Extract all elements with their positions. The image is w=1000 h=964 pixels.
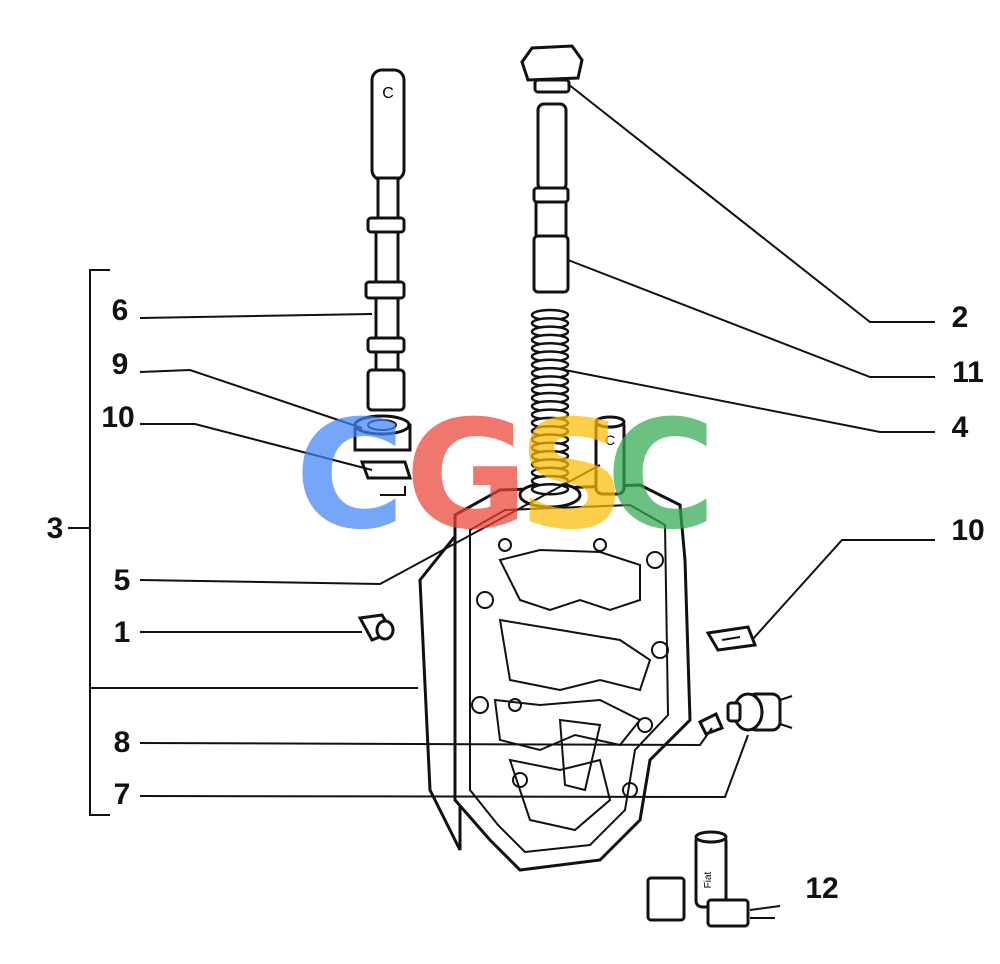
guide-pin: C: [594, 415, 626, 496]
valve-body-housing: [418, 481, 692, 872]
clip-10-left: [359, 460, 413, 496]
watermark-letter-c2: C: [606, 389, 716, 563]
callout-4: 4: [952, 411, 969, 444]
sealant-tubes-12: Fiat: [646, 830, 781, 928]
callout-7: 7: [114, 778, 131, 811]
callout-5: 5: [114, 564, 131, 597]
callout-labels: 6 9 10 3 5 1 8 7 2 11 4 10 12: [47, 294, 985, 905]
spring-4: [530, 308, 570, 496]
pressure-switch-7: [726, 692, 793, 732]
watermark-letter-c1: C: [295, 389, 405, 563]
callout-10-right: 10: [951, 514, 984, 547]
rod-marker-label: C: [382, 85, 394, 102]
pin-marker-label: C: [605, 432, 615, 448]
clip-10-right: [705, 625, 758, 652]
callout-9: 9: [112, 348, 129, 381]
plug-2: [520, 44, 584, 94]
callout-1: 1: [114, 616, 131, 649]
watermark-letter-g: G: [405, 389, 528, 563]
callout-12: 12: [805, 872, 838, 905]
pin-8: [697, 711, 724, 736]
bushing-9: [353, 414, 412, 452]
leader-lines: [68, 83, 935, 816]
callout-2: 2: [952, 301, 969, 334]
callout-3: 3: [47, 512, 64, 545]
watermark-letter-s: S: [518, 389, 626, 563]
piston-rod-11: [532, 102, 570, 294]
spool-rod-6: C: [364, 68, 406, 412]
sealant-brand-label: Fiat: [703, 871, 714, 888]
callout-6: 6: [112, 294, 129, 327]
callout-11: 11: [952, 356, 984, 389]
watermark-cgsc: C G S C: [295, 389, 716, 563]
callout-8: 8: [114, 726, 131, 759]
callout-10-left: 10: [101, 401, 134, 434]
plug-screw-1: [357, 613, 395, 642]
